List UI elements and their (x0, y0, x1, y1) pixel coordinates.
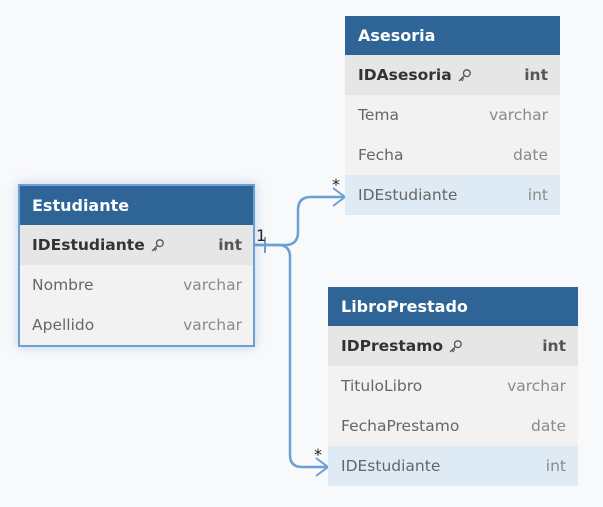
table-row[interactable]: IDEstudiante int (328, 446, 578, 486)
field-name: Apellido (32, 316, 95, 334)
table-row[interactable]: TituloLibro varchar (328, 366, 578, 406)
table-header[interactable]: Estudiante (20, 186, 253, 225)
relation-estudiante-libroprestado[interactable] (253, 243, 328, 469)
table-header[interactable]: Asesoria (345, 16, 560, 55)
field-type: int (527, 186, 548, 204)
field-name: FechaPrestamo (341, 417, 460, 435)
field-type: varchar (489, 106, 548, 124)
field-name: Tema (358, 106, 399, 124)
table-libroprestado[interactable]: LibroPrestado IDPrestamo int TituloLibro… (328, 287, 578, 486)
cardinality-many-libroprestado-label: * (314, 445, 322, 464)
field-type: int (524, 66, 548, 84)
field-name: IDEstudiante (358, 186, 458, 204)
field-type: varchar (183, 276, 242, 294)
field-name: Fecha (358, 146, 404, 164)
table-estudiante[interactable]: Estudiante IDEstudiante int Nombre varch… (18, 184, 255, 347)
table-row[interactable]: Fecha date (345, 135, 560, 175)
cardinality-one-label: 1 (256, 226, 267, 245)
key-icon (457, 68, 472, 83)
table-row[interactable]: IDEstudiante int (20, 225, 253, 265)
field-name: IDAsesoria (358, 66, 452, 84)
field-type: int (218, 236, 242, 254)
relation-estudiante-asesoria[interactable] (253, 195, 345, 247)
table-asesoria[interactable]: Asesoria IDAsesoria int Tema varchar Fec… (345, 16, 560, 215)
field-name: TituloLibro (341, 377, 423, 395)
table-row[interactable]: IDAsesoria int (345, 55, 560, 95)
field-name: IDEstudiante (341, 457, 441, 475)
field-type: date (513, 146, 548, 164)
field-type: varchar (507, 377, 566, 395)
table-row[interactable]: Nombre varchar (20, 265, 253, 305)
table-row[interactable]: IDEstudiante int (345, 175, 560, 215)
table-row[interactable]: Tema varchar (345, 95, 560, 135)
key-icon (448, 339, 463, 354)
key-icon (150, 238, 165, 253)
table-header[interactable]: LibroPrestado (328, 287, 578, 326)
field-type: date (531, 417, 566, 435)
table-row[interactable]: FechaPrestamo date (328, 406, 578, 446)
field-type: int (545, 457, 566, 475)
field-type: int (542, 337, 566, 355)
field-name: IDPrestamo (341, 337, 444, 355)
cardinality-many-asesoria-label: * (332, 175, 340, 194)
field-name: Nombre (32, 276, 94, 294)
field-name: IDEstudiante (32, 236, 145, 254)
table-row[interactable]: Apellido varchar (20, 305, 253, 345)
field-type: varchar (183, 316, 242, 334)
table-row[interactable]: IDPrestamo int (328, 326, 578, 366)
